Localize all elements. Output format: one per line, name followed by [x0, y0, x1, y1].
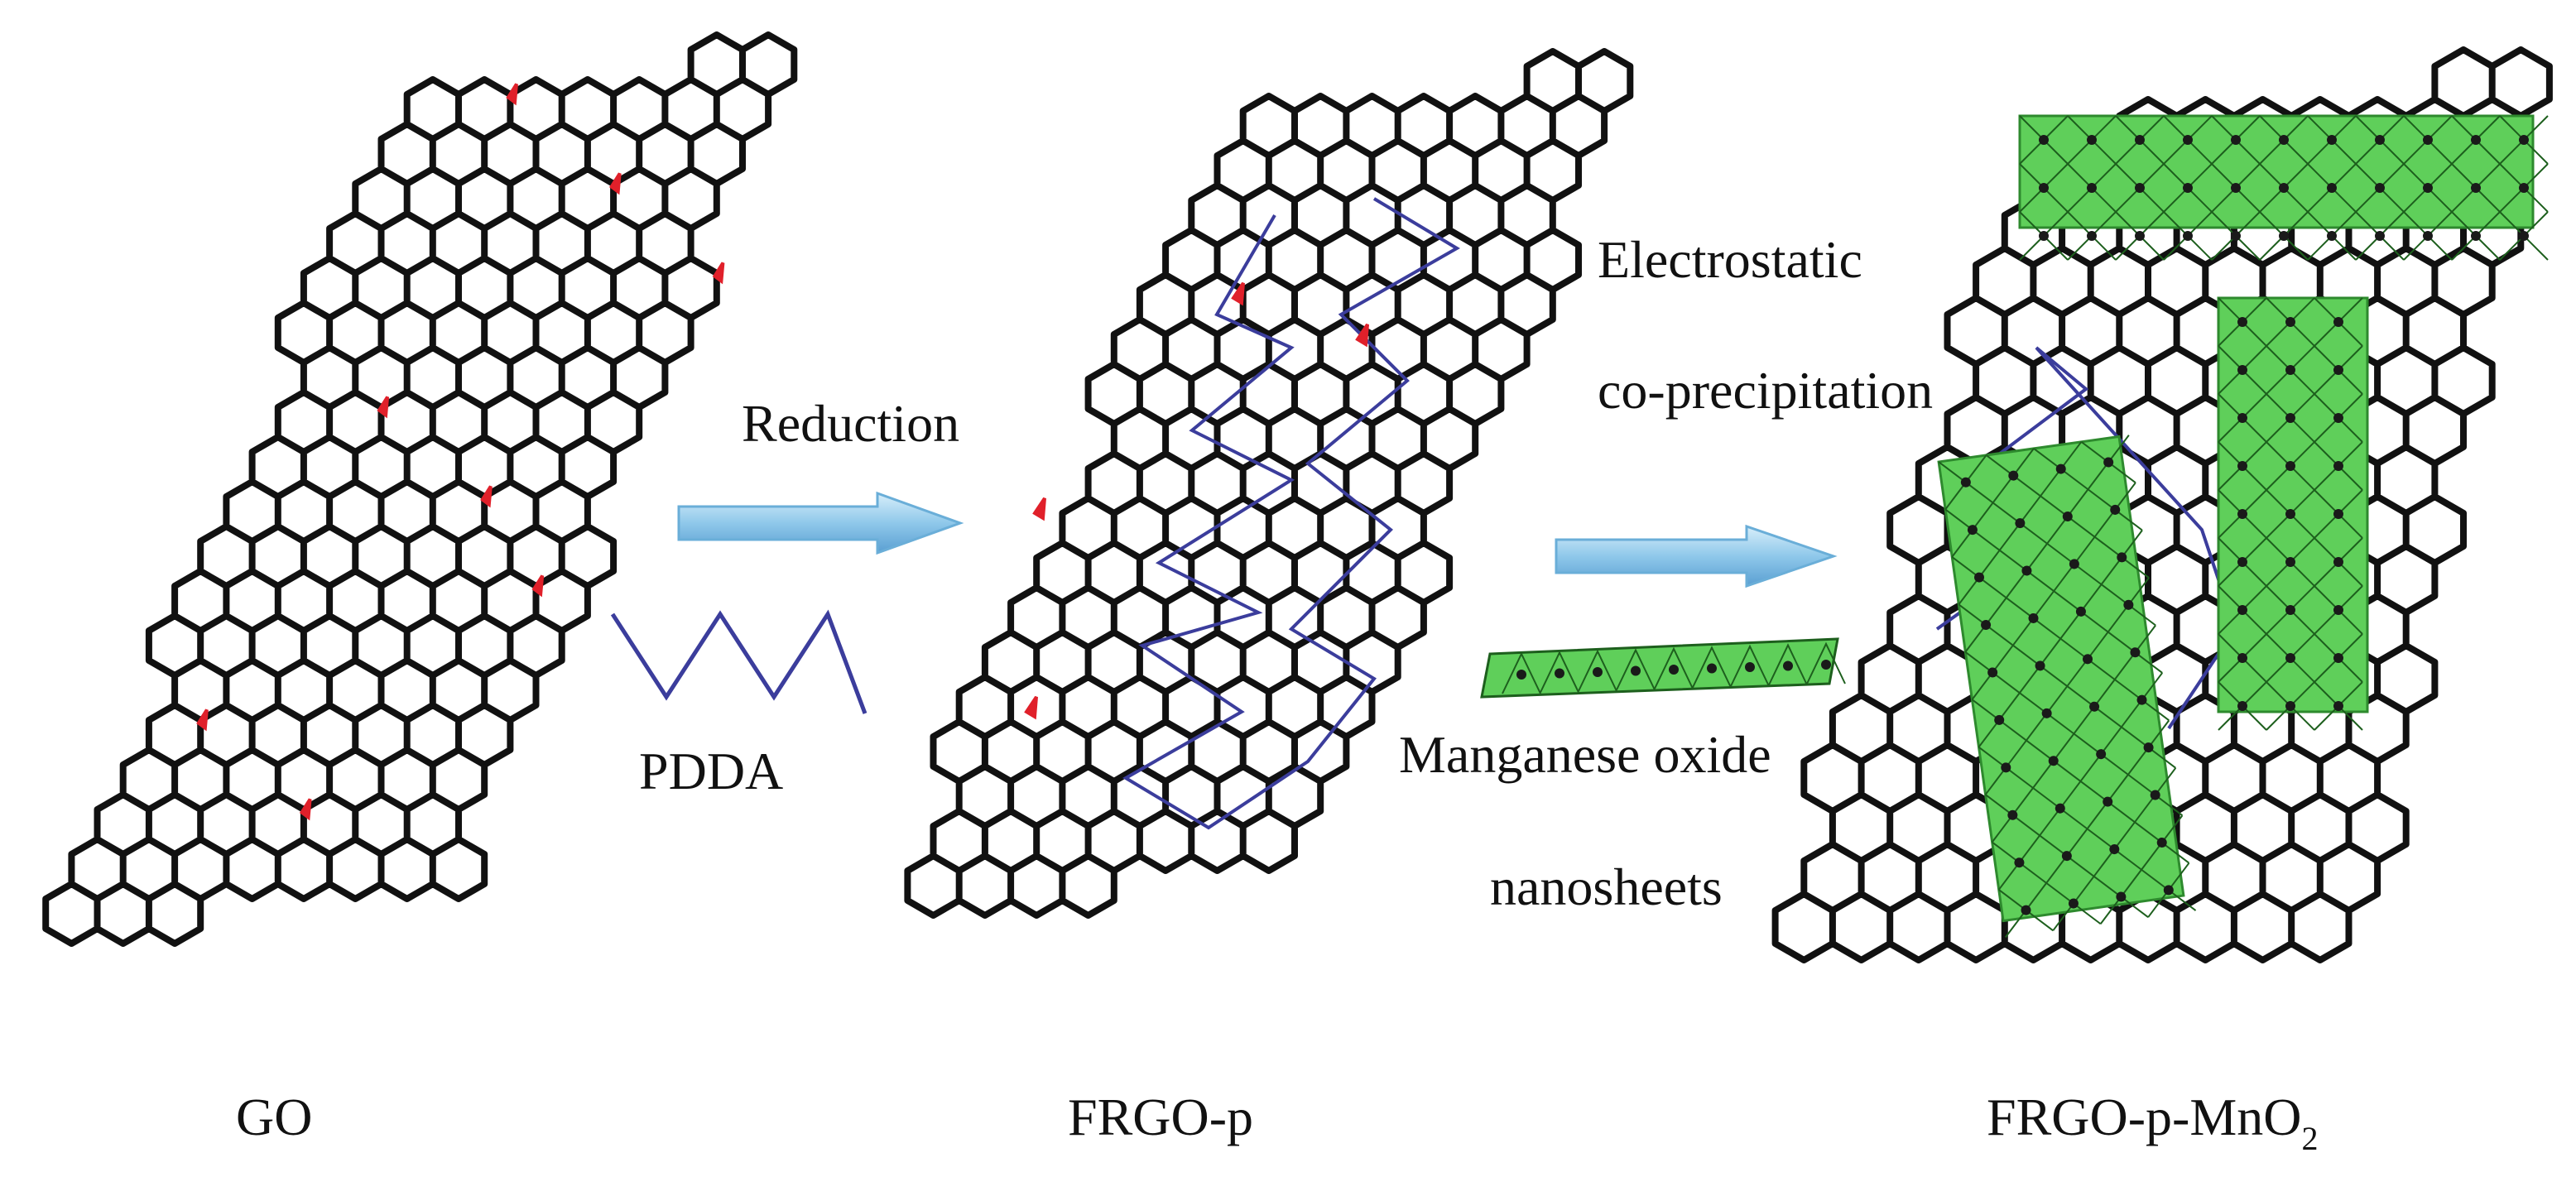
oxygen-functional-group — [531, 574, 545, 598]
oxygen-functional-group — [506, 83, 518, 106]
oxygen-functional-group — [377, 396, 390, 419]
pdda-chain-on-sheet — [1122, 197, 1460, 830]
oxygen-functional-group — [712, 262, 725, 285]
frgo-p-sheet — [904, 48, 1634, 919]
frgo-p-mno2-sheet — [1771, 46, 2553, 963]
oxygen-functional-group — [1231, 281, 1245, 306]
reduction-arrow — [677, 491, 964, 555]
go-title: GO — [236, 1088, 313, 1146]
pdda-label: PDDA — [639, 742, 784, 800]
mno2-nanosheet-top — [2018, 114, 2549, 261]
nanosheets-label: nanosheets — [1490, 857, 1723, 916]
manganese-oxide-label: Manganese oxide — [1399, 725, 1771, 784]
coprecipitation-arrow — [1555, 524, 1838, 588]
frgo-p-mno2-title-main: FRGO-p-MnO — [1987, 1088, 2302, 1146]
coprecipitation-label: co-precipitation — [1598, 361, 1934, 420]
hexagonal-lattice — [42, 31, 798, 947]
mno2-nanosheet-right — [2217, 296, 2369, 731]
pdda-polymer-chain — [610, 609, 867, 714]
oxygen-functional-group — [480, 485, 493, 508]
oxygen-functional-group — [196, 708, 209, 732]
oxygen-functional-group — [1032, 497, 1046, 521]
oxygen-functional-group — [1355, 323, 1369, 348]
electrostatic-label: Electrostatic — [1598, 230, 1862, 289]
frgo-p-mno2-title: FRGO-p-MnO2 — [1987, 1091, 2318, 1155]
go-graphene-oxide-sheet — [42, 31, 798, 947]
mno2-nanosheet-left — [1937, 435, 2197, 938]
reduction-label: Reduction — [742, 394, 960, 453]
oxygen-functional-group — [1024, 695, 1038, 720]
oxygen-functional-group — [609, 172, 622, 195]
frgo-p-mno2-title-subscript: 2 — [2301, 1120, 2319, 1157]
manganese-oxide-nanosheet-legend — [1480, 637, 1846, 699]
oxygen-functional-group — [299, 798, 312, 821]
frgo-p-title: FRGO-p — [1068, 1088, 1254, 1146]
